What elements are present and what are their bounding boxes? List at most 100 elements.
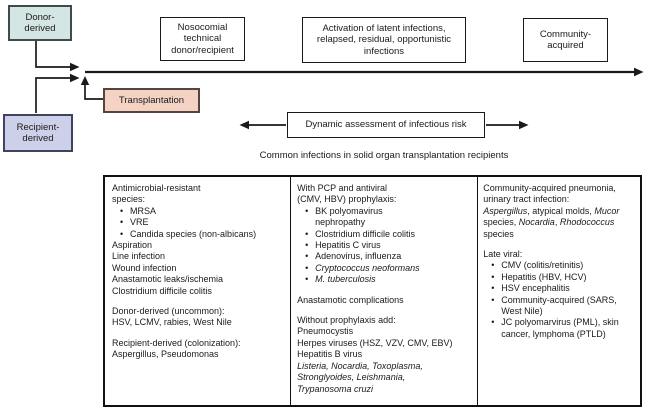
donor-arrowhead xyxy=(70,62,80,72)
bullet-list-item: • Candida species (non-albicans) xyxy=(112,229,286,240)
bullet-icon: • xyxy=(491,294,495,305)
text-line: Stronglyoides, Leishmania, xyxy=(297,372,473,383)
text-segment: CMV (colitis/retinitis) xyxy=(501,260,584,271)
bullet-list-item: • CMV (colitis/retinitis) xyxy=(483,260,636,271)
text-segment: Wound infection xyxy=(112,262,177,273)
text-segment: Listeria, Nocardia, Toxoplasma, xyxy=(297,360,423,371)
dynamic-left-arrowhead xyxy=(239,120,249,130)
vertical-spacer xyxy=(297,306,473,315)
vertical-spacer xyxy=(112,329,286,338)
text-segment: Pneumocystis xyxy=(297,326,354,337)
text-segment: HSV, LCMV, rabies, West Nile xyxy=(112,317,232,328)
bullet-icon: • xyxy=(305,240,309,251)
text-line: Antimicrobial-resistant xyxy=(112,183,286,194)
text-segment: , atypical molds, xyxy=(527,205,595,216)
bullet-icon: • xyxy=(120,205,124,216)
text-segment: Line infection xyxy=(112,251,166,262)
community-acquired-phase-box: Community- acquired xyxy=(523,18,608,62)
bullet-icon: • xyxy=(305,274,309,285)
latent-infections-phase-box: Activation of latent infections, relapse… xyxy=(302,17,466,63)
text-segment: species xyxy=(483,228,514,239)
bullet-text: CMV (colitis/retinitis) xyxy=(501,260,636,271)
text-segment: Late viral: xyxy=(483,249,523,260)
text-line: urinary tract infection: xyxy=(483,194,636,205)
bullet-icon: • xyxy=(120,228,124,239)
text-segment: cancer, lymphoma (PTLD) xyxy=(501,328,606,339)
dynamic-right-arrowhead xyxy=(519,120,529,130)
text-line: Cryptococcus neoformans xyxy=(315,263,473,274)
table-column-late: Community-acquired pneumonia,urinary tra… xyxy=(477,177,640,405)
text-line: Clostridium difficile colitis xyxy=(315,229,473,240)
text-line: species, Nocardia, Rhodococcus xyxy=(483,217,636,228)
text-segment: Trypanosoma cruzi xyxy=(297,383,373,394)
text-segment: Adenovirus, influenza xyxy=(315,251,402,262)
text-segment: Antimicrobial-resistant xyxy=(112,183,201,193)
text-line: MRSA xyxy=(130,206,286,217)
text-line: Anastamotic leaks/ischemia xyxy=(112,274,286,285)
text-line: Aspergillus, atypical molds, Mucor xyxy=(483,206,636,217)
text-line: Hepatitis (HBV, HCV) xyxy=(501,272,636,283)
text-segment: Community-acquired (SARS, xyxy=(501,294,617,305)
text-segment: BK polyomavirus xyxy=(315,205,383,216)
text-line: Wound infection xyxy=(112,263,286,274)
text-line: Herpes viruses (HSZ, VZV, CMV, EBV) xyxy=(297,338,473,349)
bullet-text: HSV encephalitis xyxy=(501,283,636,294)
bullet-text: Hepatitis C virus xyxy=(315,240,473,251)
bullet-icon: • xyxy=(491,260,495,271)
text-line: M. tuberculosis xyxy=(315,274,473,285)
vertical-spacer xyxy=(112,297,286,306)
text-line: Candida species (non-albicans) xyxy=(130,229,286,240)
text-line: Without prophylaxis add: xyxy=(297,315,473,326)
text-segment: Anastamotic leaks/ischemia xyxy=(112,274,224,285)
text-segment: With PCP and antiviral xyxy=(297,183,388,193)
text-segment: Herpes viruses (HSZ, VZV, CMV, EBV) xyxy=(297,337,453,348)
timeline-arrowhead xyxy=(634,67,644,77)
bullet-icon: • xyxy=(305,262,309,273)
transplantation-box: Transplantation xyxy=(103,88,200,113)
text-segment: Hepatitis C virus xyxy=(315,240,381,251)
text-line: Line infection xyxy=(112,251,286,262)
text-line: Aspergillus, Pseudomonas xyxy=(112,349,286,360)
text-line: Pneumocystis xyxy=(297,326,473,337)
bullet-text: Hepatitis (HBV, HCV) xyxy=(501,272,636,283)
text-segment: Rhodococcus xyxy=(559,217,615,228)
bullet-icon: • xyxy=(305,251,309,262)
text-segment: Stronglyoides, Leishmania, xyxy=(297,372,406,383)
text-line: HSV, LCMV, rabies, West Nile xyxy=(112,317,286,328)
text-segment: (CMV, HBV) prophylaxis: xyxy=(297,194,397,205)
text-line: Listeria, Nocardia, Toxoplasma, xyxy=(297,361,473,372)
text-segment: Recipient-derived (colonization): xyxy=(112,337,241,348)
text-segment: Nocardia xyxy=(518,217,555,228)
bullet-list-item: • Adenovirus, influenza xyxy=(297,251,473,262)
transplantation-connector-line xyxy=(84,84,103,100)
vertical-spacer xyxy=(297,286,473,295)
text-line: Hepatitis B virus xyxy=(297,349,473,360)
text-segment: Mucor xyxy=(594,205,620,216)
nosocomial-phase-box: Nosocomial technical donor/recipient xyxy=(160,17,245,61)
bullet-text: MRSA xyxy=(130,206,286,217)
recipient-arrowhead xyxy=(70,73,80,83)
bullet-text: Clostridium difficile colitis xyxy=(315,229,473,240)
bullet-list-item: • Hepatitis C virus xyxy=(297,240,473,251)
text-line: With PCP and antiviral xyxy=(297,183,473,194)
bullet-icon: • xyxy=(491,317,495,328)
transplantation-up-arrowhead xyxy=(80,76,90,85)
text-segment: JC polyomarvirus (PML), skin xyxy=(501,317,619,328)
text-segment: Donor-derived (uncommon): xyxy=(112,306,225,317)
text-line: CMV (colitis/retinitis) xyxy=(501,260,636,271)
bullet-text: Cryptococcus neoformans xyxy=(315,263,473,274)
bullet-text: VRE xyxy=(130,217,286,228)
text-line: JC polyomarvirus (PML), skin xyxy=(501,317,636,328)
text-segment: Aspergillus xyxy=(483,205,528,216)
bullet-text: M. tuberculosis xyxy=(315,274,473,285)
text-segment: urinary tract infection: xyxy=(483,194,570,205)
text-segment: Clostridium difficile colitis xyxy=(315,228,416,239)
bullet-list-item: •HSV encephalitis xyxy=(483,283,636,294)
text-segment: Community-acquired pneumonia, xyxy=(483,183,616,193)
text-line: Recipient-derived (colonization): xyxy=(112,338,286,349)
text-line: Community-acquired (SARS, xyxy=(501,295,636,306)
bullet-list-item: •Clostridium difficile colitis xyxy=(297,229,473,240)
table-caption: Common infections in solid organ transpl… xyxy=(259,150,509,161)
